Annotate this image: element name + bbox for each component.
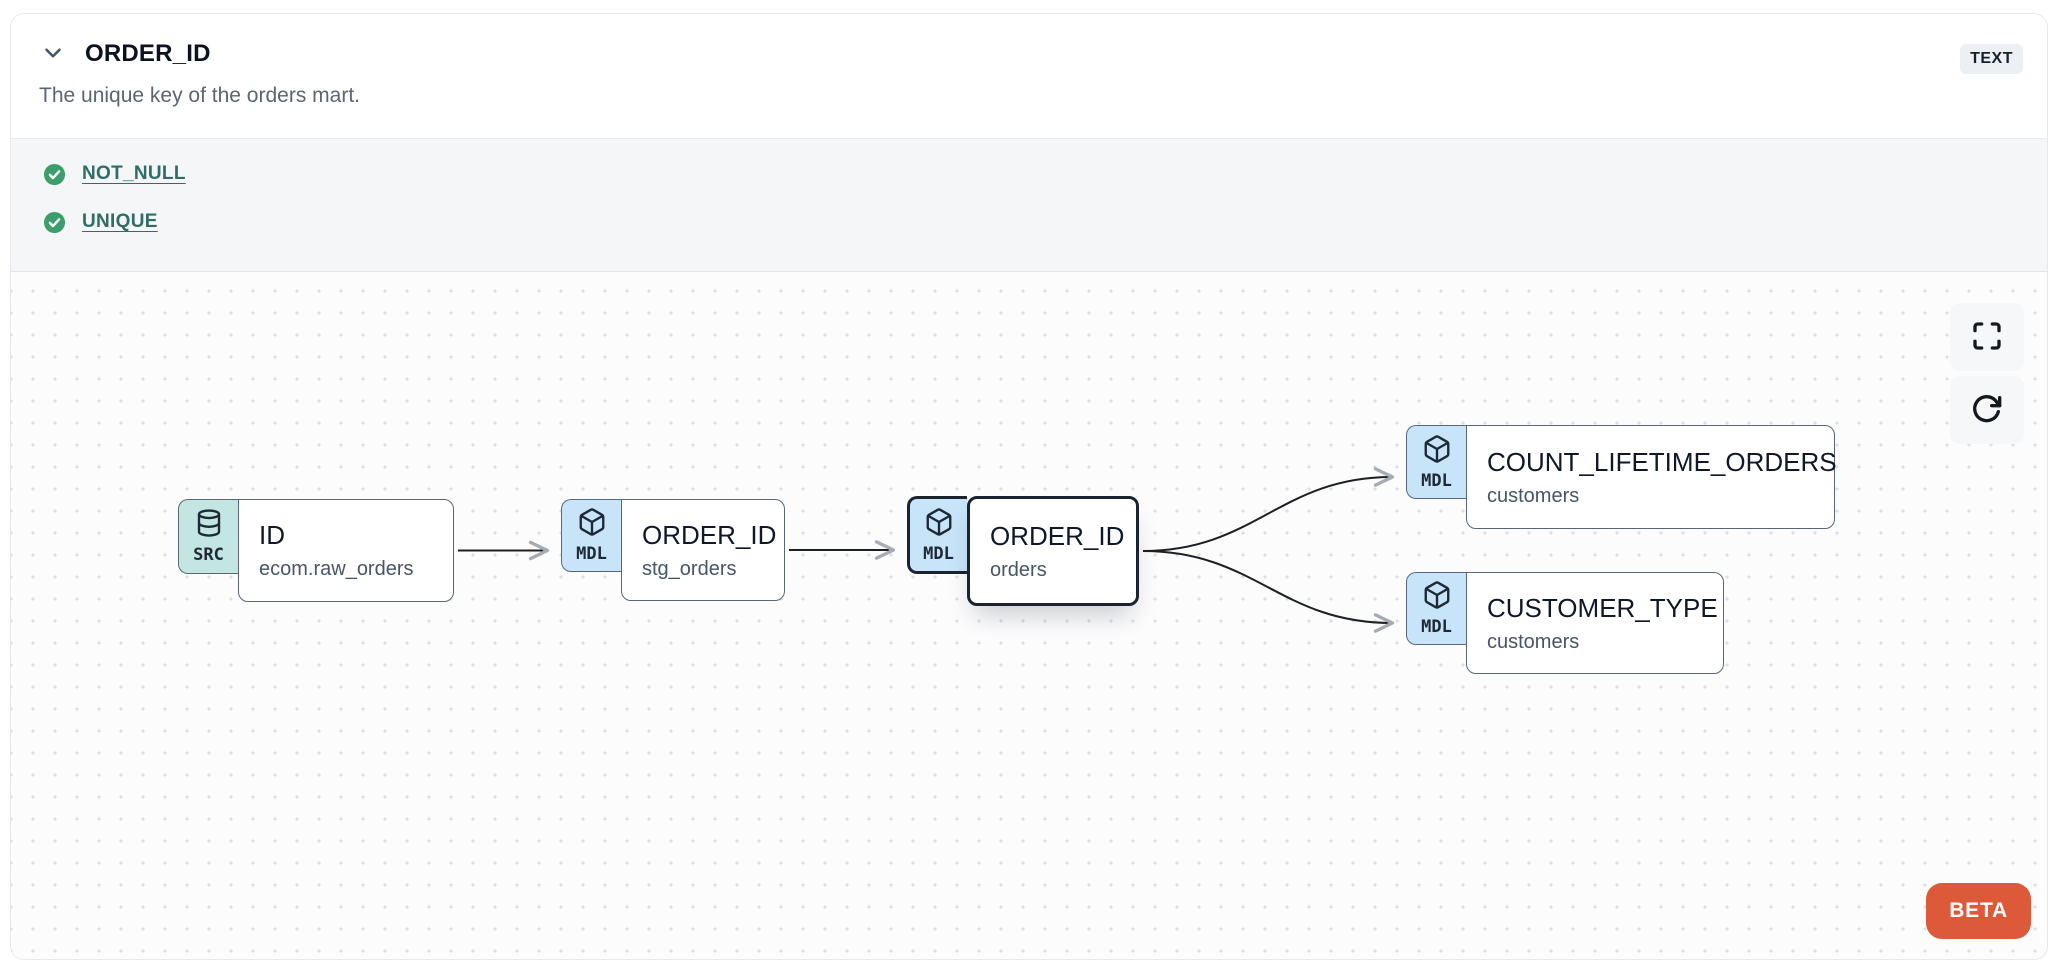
column-name: ORDER_ID <box>85 40 211 67</box>
check-circle-icon <box>43 163 66 186</box>
beta-badge: BETA <box>1926 883 2031 939</box>
node-kind-tab: MDL <box>907 496 967 574</box>
column-details-card: ORDER_ID TEXT The unique key of the orde… <box>10 13 2048 960</box>
node-card: COUNT_LIFETIME_ORDERS customers <box>1466 425 1837 529</box>
test-row: NOT_NULL <box>43 161 2047 187</box>
node-title: COUNT_LIFETIME_ORDERS <box>1487 446 1837 477</box>
check-circle-icon <box>43 211 66 234</box>
node-card: ID ecom.raw_orders <box>238 499 454 602</box>
database-icon <box>194 508 224 543</box>
node-kind-tab: MDL <box>1406 425 1466 499</box>
lineage-node-customers[interactable]: MDL CUSTOMER_TYPE customers <box>1406 572 1724 674</box>
tests-section: NOT_NULL UNIQUE <box>11 138 2047 272</box>
node-subtitle: ecom.raw_orders <box>259 558 414 580</box>
cube-icon <box>1422 580 1452 615</box>
node-kind-label: MDL <box>1421 470 1452 491</box>
node-kind-tab: MDL <box>1406 572 1466 645</box>
refresh-button[interactable] <box>1950 376 2024 444</box>
node-kind-label: MDL <box>923 543 954 564</box>
node-kind-label: SRC <box>193 545 224 565</box>
node-kind-label: MDL <box>1421 617 1452 637</box>
collapse-button[interactable] <box>39 40 67 68</box>
node-kind-label: MDL <box>576 544 607 564</box>
node-title: ID <box>259 520 285 550</box>
node-card: CUSTOMER_TYPE customers <box>1466 572 1724 674</box>
node-subtitle: customers <box>1487 630 1580 653</box>
column-description: The unique key of the orders mart. <box>39 84 360 107</box>
test-link-unique[interactable]: UNIQUE <box>82 211 158 232</box>
node-title: CUSTOMER_TYPE <box>1487 592 1718 623</box>
test-row: UNIQUE <box>43 209 2047 235</box>
fullscreen-icon <box>1971 320 2003 355</box>
node-card: ORDER_ID stg_orders <box>621 499 785 601</box>
cube-icon <box>1422 434 1452 469</box>
chevron-down-icon <box>40 40 66 69</box>
node-title: ORDER_ID <box>642 519 777 550</box>
column-header: ORDER_ID TEXT The unique key of the orde… <box>11 14 2047 138</box>
refresh-icon <box>1971 393 2003 428</box>
node-subtitle: customers <box>1487 484 1580 507</box>
lineage-node-customers[interactable]: MDL COUNT_LIFETIME_ORDERS customers <box>1406 425 1837 529</box>
fullscreen-button[interactable] <box>1950 303 2024 371</box>
node-title: ORDER_ID <box>990 520 1125 551</box>
node-subtitle: orders <box>990 558 1047 581</box>
data-type-badge: TEXT <box>1960 44 2023 74</box>
lineage-node-stg_orders[interactable]: MDL ORDER_ID stg_orders <box>561 499 785 601</box>
lineage-edges <box>458 467 1395 633</box>
test-link-not_null[interactable]: NOT_NULL <box>82 163 186 184</box>
cube-icon <box>924 507 954 542</box>
lineage-node-ecom-raw_orders[interactable]: SRC ID ecom.raw_orders <box>178 499 454 602</box>
cube-icon <box>577 507 607 542</box>
node-subtitle: stg_orders <box>642 557 737 580</box>
node-kind-tab: SRC <box>178 499 238 574</box>
node-kind-tab: MDL <box>561 499 621 572</box>
canvas-controls <box>1950 303 2024 444</box>
title-row: ORDER_ID <box>39 14 2023 68</box>
